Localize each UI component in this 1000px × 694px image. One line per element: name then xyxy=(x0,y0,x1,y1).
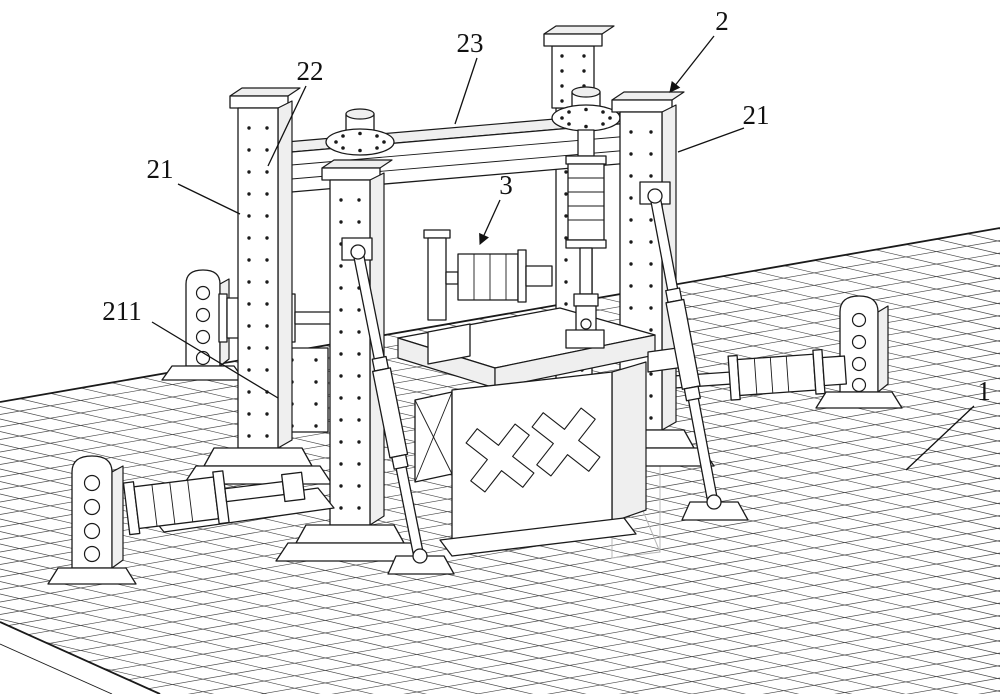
x-cutout-left xyxy=(465,423,535,493)
right-brace xyxy=(639,181,749,521)
left-brace xyxy=(341,237,455,575)
rear-right-fixture-stand xyxy=(815,295,903,409)
plate-front-left-edge xyxy=(0,621,161,694)
leader-22 xyxy=(267,85,307,167)
plate-thickness-edge xyxy=(0,643,113,694)
label-1: 1 xyxy=(977,376,991,406)
column-left-outer-21 xyxy=(183,87,333,485)
label-21-right: 21 xyxy=(743,100,770,130)
leader-21-left xyxy=(177,183,241,215)
reference-labels: 2 23 22 21 21 3 211 1 xyxy=(102,6,991,471)
front-left-fixture-stand xyxy=(47,455,137,585)
label-22: 22 xyxy=(297,56,324,86)
rear-left-fixture-stand xyxy=(161,269,245,381)
leader-211 xyxy=(151,321,279,399)
label-211: 211 xyxy=(102,296,142,326)
leader-2 xyxy=(669,35,715,93)
right-flange-disc xyxy=(551,86,621,132)
label-23: 23 xyxy=(457,28,484,58)
specimen-rear-fixtures xyxy=(423,229,553,321)
left-flange-disc xyxy=(325,108,395,156)
leader-21-right xyxy=(677,127,745,153)
leader-23 xyxy=(454,57,478,125)
leader-3 xyxy=(479,199,501,245)
label-2: 2 xyxy=(715,6,729,36)
leader-1 xyxy=(905,405,975,471)
x-cutout-right xyxy=(531,407,601,477)
label-3: 3 xyxy=(499,170,513,200)
front-left-actuator-station xyxy=(122,470,335,536)
vertical-actuator xyxy=(565,129,607,337)
diagonal-braces xyxy=(341,181,749,575)
label-21-left: 21 xyxy=(147,154,174,184)
